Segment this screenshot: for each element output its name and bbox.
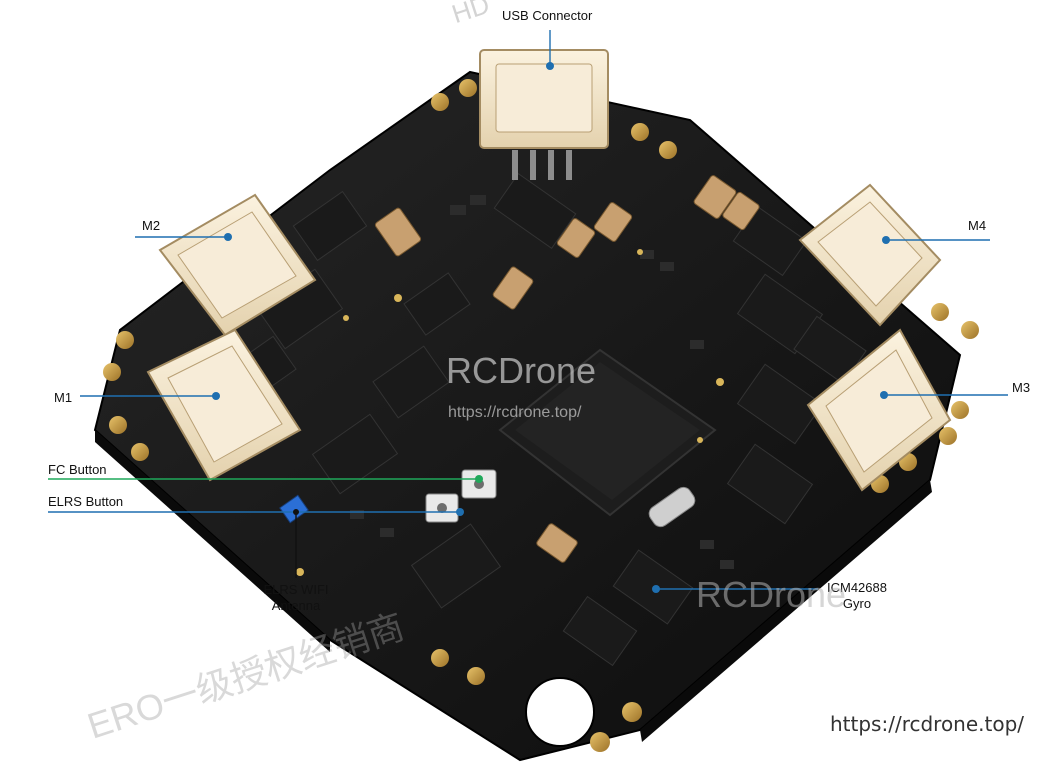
wifi-antenna-part	[279, 494, 309, 524]
motor-connector-m3	[806, 328, 952, 492]
components	[223, 173, 867, 667]
motor-connector-m2	[158, 193, 317, 337]
label-fc-button: FC Button	[48, 462, 107, 477]
callout-lines	[48, 30, 1008, 590]
watermark-brand-lower: RCDrone	[696, 574, 847, 615]
label-m3: M3	[1012, 380, 1031, 395]
label-gyro-line2: Gyro	[842, 596, 872, 611]
usb-connector-part	[479, 49, 609, 180]
motor-connector-m4	[798, 183, 942, 327]
label-gyro: ICM42688 Gyro	[812, 580, 902, 612]
watermark-brand-center: RCDrone	[446, 350, 597, 391]
label-m4: M4	[968, 218, 987, 233]
watermark-url-center: https://rcdrone.top/	[448, 404, 582, 421]
label-m1: M1	[54, 390, 73, 405]
label-elrs-wifi-line2: Antenna	[271, 598, 321, 613]
label-elrs-wifi-line1: ELRS WIFI	[263, 582, 329, 597]
label-usb-connector: USB Connector	[502, 8, 593, 23]
label-elrs-wifi-antenna: ELRS WIFI Antenna	[248, 582, 344, 614]
label-gyro-line1: ICM42688	[827, 580, 887, 595]
callout-dots	[212, 62, 890, 593]
motor-connector-m1	[146, 328, 302, 482]
footer-url: https://rcdrone.top/	[830, 712, 1025, 736]
mcu-chip	[498, 348, 717, 517]
label-m2: M2	[142, 218, 161, 233]
label-elrs-button: ELRS Button	[48, 494, 124, 509]
solder-pads	[103, 79, 979, 752]
